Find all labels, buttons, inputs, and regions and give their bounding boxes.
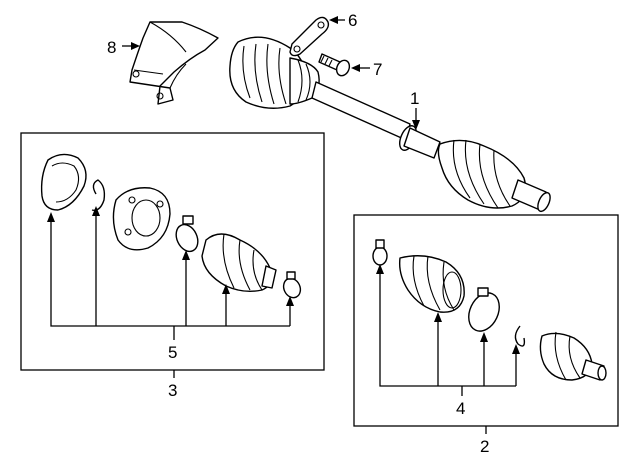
callout-3-label: 3 xyxy=(168,381,177,400)
outer-boot-kit-leader-lines xyxy=(47,206,294,340)
inner-boot-part xyxy=(398,255,465,313)
bolt-leader xyxy=(351,64,370,72)
drive-shaft-assembly xyxy=(229,36,551,213)
callout-6-label: 6 xyxy=(348,11,357,30)
inner-large-clamp-part xyxy=(468,287,500,332)
callout-7-label: 7 xyxy=(373,60,382,79)
heat-shield-leader xyxy=(122,42,140,50)
callout-1-label: 1 xyxy=(410,89,419,108)
lock-plate-leader xyxy=(329,16,345,24)
inner-boot-kit-leader-lines xyxy=(376,264,520,396)
outer-joint-kit-box xyxy=(20,132,325,371)
callout-4-label: 4 xyxy=(456,399,465,418)
heat-shield-part xyxy=(129,21,219,105)
outer-boot-clamp-ring-part xyxy=(40,153,87,211)
callout-5-label: 5 xyxy=(168,343,177,362)
outer-small-clamp-part xyxy=(282,271,302,299)
outer-snap-ring-part xyxy=(91,179,106,211)
outer-boot-part xyxy=(201,233,277,293)
bolt-part xyxy=(318,53,351,77)
inner-cv-joint-part xyxy=(539,331,607,381)
callout-2-label: 2 xyxy=(480,437,489,456)
lock-plate-part xyxy=(289,16,330,57)
inner-small-clamp-part xyxy=(372,239,388,266)
inner-snap-ring-part xyxy=(514,325,526,347)
outer-large-clamp-part xyxy=(175,215,199,253)
shaft-leader xyxy=(412,108,420,130)
outer-cv-joint-part xyxy=(112,187,171,251)
callout-8-label: 8 xyxy=(107,38,116,57)
